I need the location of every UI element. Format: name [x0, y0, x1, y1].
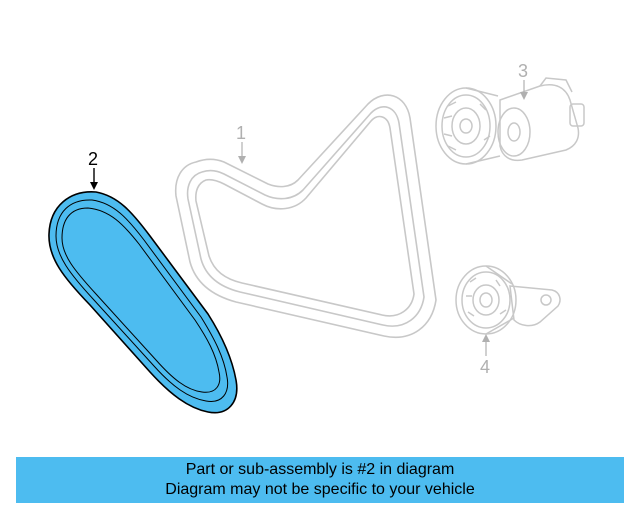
caption-line-2: Diagram may not be specific to your vehi…: [165, 481, 475, 498]
drive-belt-part-2[interactable]: [48, 191, 238, 414]
idler-pulley-part-4[interactable]: [455, 265, 561, 335]
callout-3-label: 3: [518, 61, 528, 81]
callout-1-label: 1: [236, 123, 246, 143]
parts-diagram: 1 2 3: [48, 61, 585, 414]
tensioner-assembly-part-3[interactable]: [435, 77, 585, 165]
caption-line-1: Part or sub-assembly is #2 in diagram: [185, 461, 455, 478]
callout-4-label: 4: [480, 357, 490, 377]
callout-1: 1: [236, 123, 246, 164]
callout-4: 4: [480, 334, 490, 377]
callout-2-label: 2: [88, 149, 98, 169]
callout-3: 3: [518, 61, 528, 100]
callout-2: 2: [88, 149, 98, 190]
serpentine-belt-part-1[interactable]: [174, 94, 437, 339]
caption-banner: Part or sub-assembly is #2 in diagram Di…: [16, 457, 624, 503]
